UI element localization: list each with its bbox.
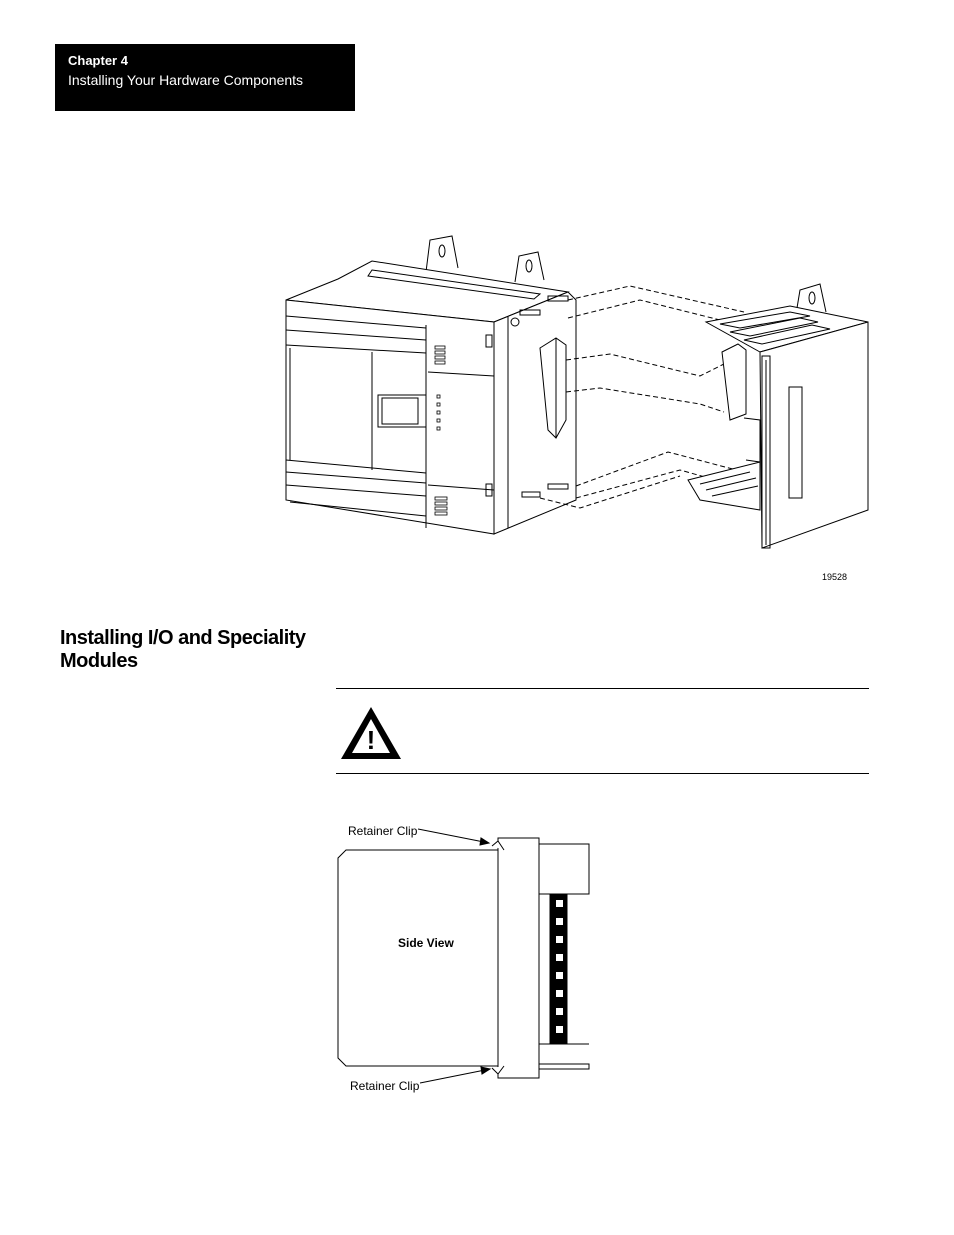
section-heading: Installing I/O and Speciality Modules [60,627,306,672]
warning-top-rule [336,688,869,689]
status-leds [434,345,448,516]
warning-symbol: ! [367,725,376,755]
chapter-title: Installing Your Hardware Components [68,72,304,88]
chapter-number: Chapter 4 [68,53,128,68]
chapter-header: Chapter 4 Installing Your Hardware Compo… [55,44,355,111]
figure-id: 19528 [822,572,847,582]
warning-bottom-rule [336,773,869,774]
expansion-io-module [687,283,869,549]
mounting-tab [514,251,545,283]
warning-triangle-icon: ! [341,707,401,759]
side-view-label: Side View [398,936,454,950]
terminal-strip [549,893,568,1045]
retainer-clip-label-bottom: Retainer Clip [350,1079,420,1093]
retainer-clip-label-top: Retainer Clip [348,824,418,838]
mounting-tab [425,235,459,273]
